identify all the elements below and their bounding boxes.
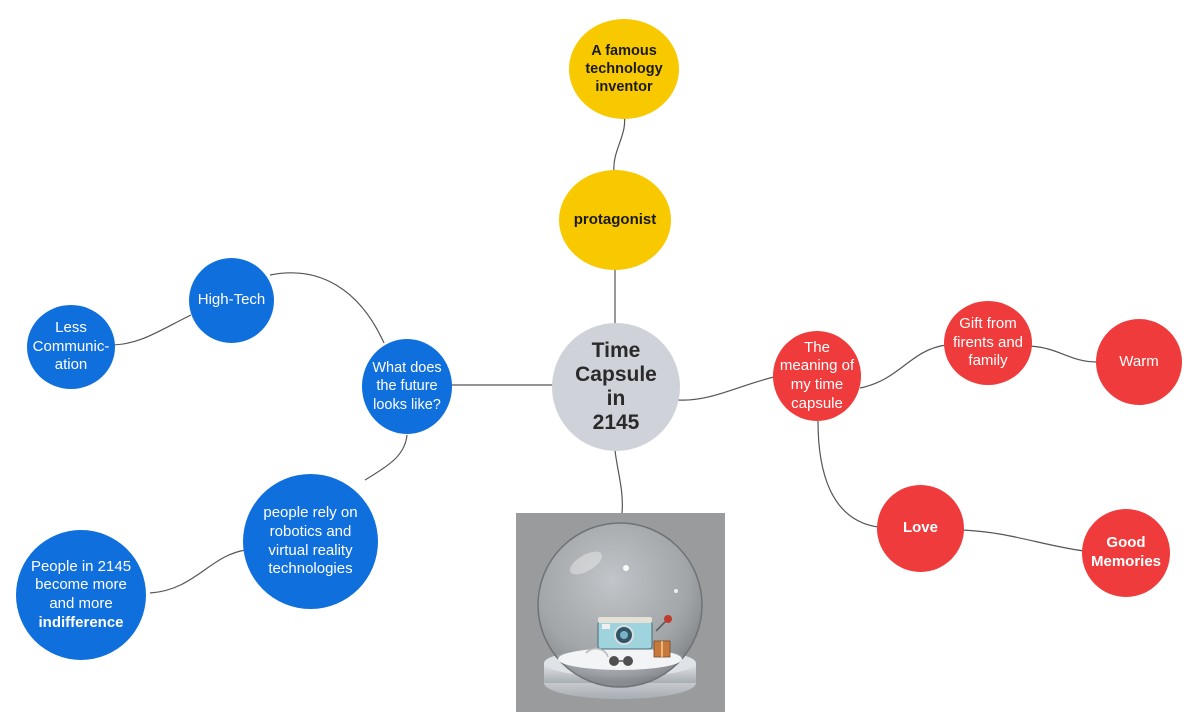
node-love-label: Love	[902, 519, 938, 537]
node-famous-inventor-label: A famous technology inventor	[585, 42, 663, 96]
link-protagonist-inventor	[613, 113, 626, 173]
link-love-memories	[961, 529, 1085, 552]
link-future-hightech	[269, 272, 385, 344]
link-future-rely	[364, 434, 408, 481]
node-indifference-text: People in 2145 become more and more	[30, 557, 132, 613]
node-high-tech-label: High-Tech	[197, 291, 266, 309]
node-warm[interactable]: Warm	[1096, 319, 1182, 405]
node-protagonist[interactable]: protagonist	[559, 170, 671, 270]
node-indifference-bold: indifference	[38, 613, 124, 631]
center-line-2: Capsule	[575, 362, 657, 386]
center-line-4: 2145	[592, 411, 640, 435]
node-future[interactable]: What does the future looks like?	[362, 339, 452, 434]
node-protagonist-label: protagonist	[573, 210, 657, 228]
snow-globe-camera-icon	[537, 522, 703, 699]
node-center-time-capsule[interactable]: Time Capsule in 2145	[552, 323, 680, 451]
node-meaning-label: The meaning of my time capsule	[779, 338, 855, 412]
node-indifference[interactable]: People in 2145 become more and more indi…	[16, 530, 146, 660]
node-gift[interactable]: Gift from firents and family	[944, 301, 1032, 385]
node-good-memories[interactable]: Good Memories	[1082, 509, 1170, 597]
node-less-communication[interactable]: Less Communic-ation	[27, 305, 115, 389]
link-gift-warm	[1029, 345, 1098, 363]
snow-globe-picture	[516, 513, 725, 712]
node-rely-robotics[interactable]: people rely on robotics and virtual real…	[243, 474, 378, 609]
link-rely-indifference	[149, 549, 247, 594]
node-good-memories-label: Good Memories	[1090, 534, 1162, 570]
node-less-communication-label: Less Communic-ation	[32, 318, 110, 374]
node-warm-label: Warm	[1119, 352, 1159, 370]
link-center-meaning	[677, 376, 775, 401]
node-love[interactable]: Love	[877, 485, 964, 572]
node-rely-robotics-label: people rely on robotics and virtual real…	[263, 504, 358, 578]
node-gift-label: Gift from firents and family	[952, 314, 1024, 370]
node-famous-inventor[interactable]: A famous technology inventor	[569, 19, 679, 119]
node-future-label: What does the future looks like?	[372, 360, 442, 413]
center-line-1: Time	[591, 338, 641, 362]
node-high-tech[interactable]: High-Tech	[189, 258, 274, 343]
center-line-3: in	[606, 387, 626, 410]
link-meaning-love	[817, 420, 879, 528]
node-meaning[interactable]: The meaning of my time capsule	[773, 331, 861, 421]
link-center-globe	[614, 449, 623, 514]
link-meaning-gift	[859, 344, 947, 389]
link-hightech-lesscomm	[109, 314, 192, 346]
